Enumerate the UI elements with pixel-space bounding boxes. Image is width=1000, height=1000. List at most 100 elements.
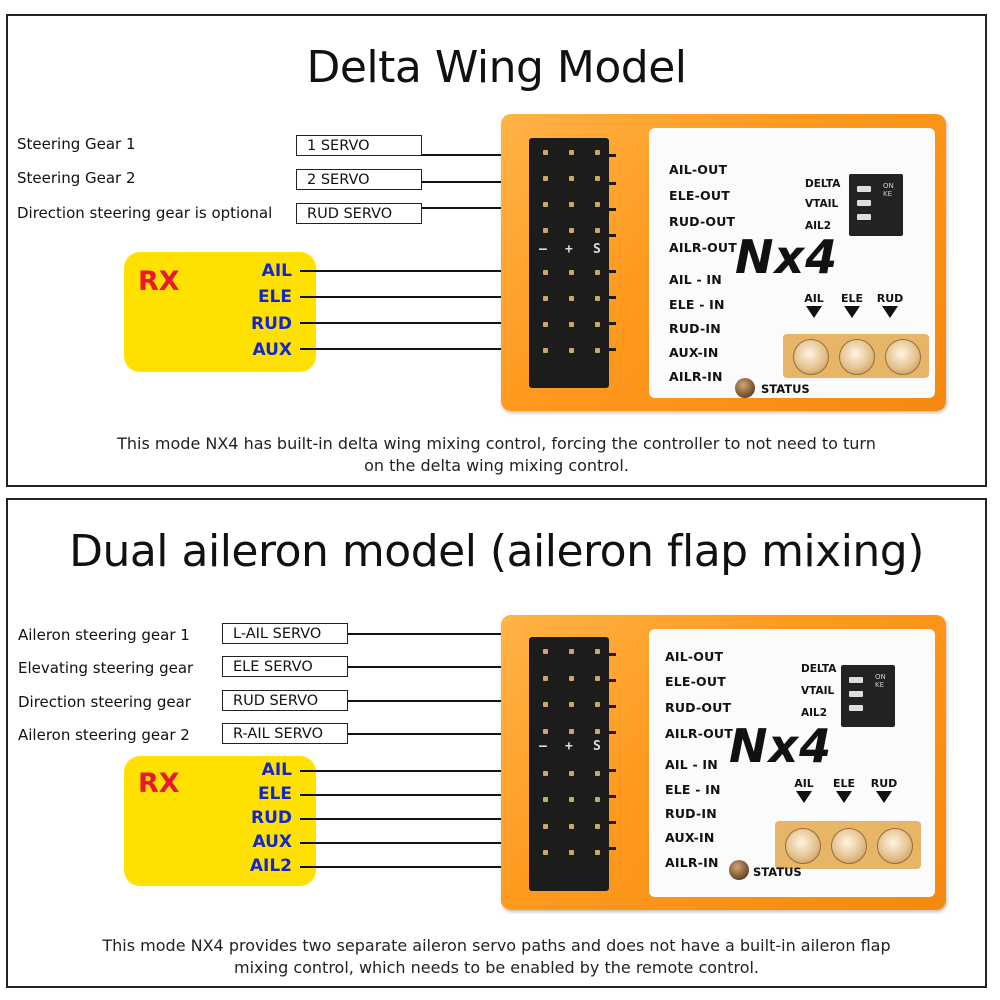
nx4-controller: — + S AIL-OUT ELE-OUT RUD-OUT AILR-OUT A… — [501, 615, 946, 910]
dip-toggle[interactable] — [849, 691, 863, 697]
rx-channel-ail: AIL — [261, 261, 292, 281]
trim-pot-ail[interactable] — [793, 339, 829, 375]
label-steering-gear-1: Steering Gear 1 — [17, 135, 136, 153]
status-label: STATUS — [761, 382, 810, 396]
rx-channel-ail2: AIL2 — [249, 856, 292, 876]
header-notch — [609, 348, 616, 351]
header-pin — [543, 150, 548, 155]
header-notch — [609, 679, 616, 682]
rx-channel-aux: AUX — [252, 832, 292, 852]
header-pin — [595, 797, 600, 803]
pot-label-ail: AIL — [804, 292, 824, 305]
header-pin — [543, 295, 548, 301]
servo-box-rud: RUD SERVO — [296, 203, 422, 224]
header-notch — [609, 154, 616, 157]
port-aux-in: AUX-IN — [669, 345, 719, 360]
description-line-2: on the delta wing mixing control. — [364, 456, 629, 475]
header-pin — [569, 295, 574, 301]
trim-pot-ele[interactable] — [831, 828, 867, 864]
dip-label-delta: DELTA — [801, 663, 837, 675]
rx-label: RX — [138, 768, 180, 799]
device-name: Nx4 — [729, 719, 833, 773]
header-notch — [609, 234, 616, 237]
header-pin — [543, 823, 548, 829]
header-pin — [569, 797, 574, 803]
wire — [300, 770, 538, 772]
dip-switch[interactable]: ON KE — [841, 665, 895, 727]
header-pin — [595, 202, 600, 208]
wire — [300, 322, 538, 324]
header-pin — [569, 728, 574, 734]
rx-channel-ele: ELE — [257, 287, 292, 307]
header-pin — [569, 850, 574, 856]
header-pin — [569, 649, 574, 654]
wire — [300, 794, 538, 796]
label-direction-steering-gear: Direction steering gear is optional — [17, 204, 273, 222]
label-aileron-gear-2: Aileron steering gear 2 — [18, 726, 190, 744]
dip-switch[interactable]: ON KE — [849, 174, 903, 236]
header-pin — [569, 228, 574, 234]
description-line-1: This mode NX4 has built-in delta wing mi… — [117, 434, 876, 453]
port-ailr-out: AILR-OUT — [669, 240, 738, 255]
port-ail-in: AIL - IN — [665, 757, 718, 772]
header-notch — [609, 182, 616, 185]
header-pin — [543, 797, 548, 803]
pot-label-rud: RUD — [870, 777, 898, 790]
rx-channel-rud: RUD — [250, 314, 292, 334]
header-pin — [543, 202, 548, 208]
port-ele-out: ELE-OUT — [669, 188, 730, 203]
trim-pot-ele[interactable] — [839, 339, 875, 375]
header-pin — [569, 823, 574, 829]
header-minus: — — [539, 242, 547, 257]
header-minus: — — [539, 739, 547, 754]
wire — [422, 207, 538, 209]
port-ele-in: ELE - IN — [669, 297, 725, 312]
port-ailr-in: AILR-IN — [669, 369, 723, 384]
port-rud-out: RUD-OUT — [665, 700, 732, 715]
header-pin — [595, 228, 600, 234]
header-pin — [543, 321, 548, 327]
dip-toggle[interactable] — [857, 186, 871, 192]
description-line-1: This mode NX4 provides two separate aile… — [102, 936, 891, 955]
trim-pot-strip — [783, 334, 929, 378]
header-pin — [595, 850, 600, 856]
label-aileron-gear-1: Aileron steering gear 1 — [18, 626, 190, 644]
nx4-controller: — + S AIL-OUT ELE-OUT RUD-OUT AILR-OUT A… — [501, 114, 946, 411]
port-rud-in: RUD-IN — [665, 806, 717, 821]
wire — [300, 866, 538, 868]
header-signal: S — [593, 242, 601, 257]
dip-toggle[interactable] — [849, 677, 863, 683]
trim-pot-ail[interactable] — [785, 828, 821, 864]
servo-box-2: 2 SERVO — [296, 169, 422, 190]
servo-box-l-ail: L-AIL SERVO — [222, 623, 348, 644]
pin-header — [529, 637, 609, 891]
dip-toggle[interactable] — [857, 200, 871, 206]
header-pin — [543, 269, 548, 275]
header-pin — [595, 176, 600, 182]
arrow-down-icon — [836, 791, 852, 803]
port-ailr-out: AILR-OUT — [665, 726, 734, 741]
servo-box-ele: ELE SERVO — [222, 656, 348, 677]
device-label-sticker: AIL-OUT ELE-OUT RUD-OUT AILR-OUT AIL - I… — [649, 128, 935, 398]
dip-toggle[interactable] — [857, 214, 871, 220]
dip-on-mark: ON KE — [875, 673, 886, 689]
dip-toggle[interactable] — [849, 705, 863, 711]
wire — [300, 348, 538, 350]
pot-label-rud: RUD — [876, 292, 904, 305]
header-pin — [595, 321, 600, 327]
device-label-sticker: AIL-OUT ELE-OUT RUD-OUT AILR-OUT AIL - I… — [649, 629, 935, 897]
servo-box-1: 1 SERVO — [296, 135, 422, 156]
wire — [348, 633, 538, 635]
rx-channel-aux: AUX — [252, 340, 292, 360]
header-pin — [569, 269, 574, 275]
wire — [300, 270, 538, 272]
header-pin — [543, 850, 548, 856]
header-pin — [543, 228, 548, 234]
pot-label-ail: AIL — [794, 777, 814, 790]
wire — [422, 181, 538, 183]
wire — [300, 296, 538, 298]
trim-pot-rud[interactable] — [885, 339, 921, 375]
trim-pot-rud[interactable] — [877, 828, 913, 864]
port-aux-in: AUX-IN — [665, 830, 715, 845]
header-notch — [609, 705, 616, 708]
